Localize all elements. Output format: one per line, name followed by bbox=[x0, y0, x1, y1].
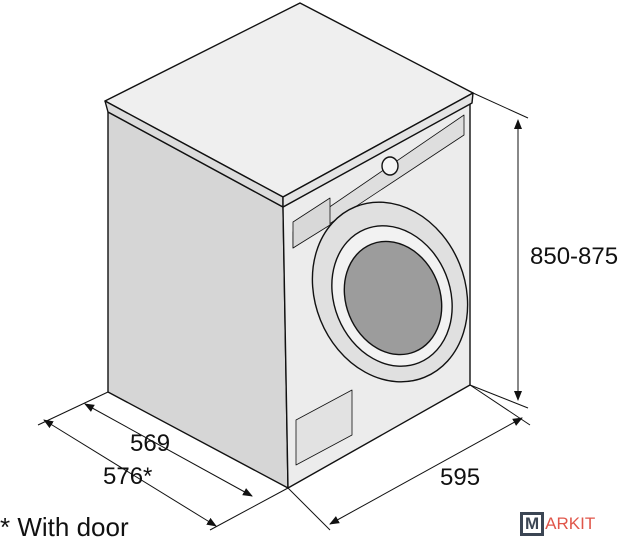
width-dimension-line bbox=[329, 417, 523, 525]
width-label: 595 bbox=[440, 464, 481, 491]
watermark-logo: M ARKIT bbox=[520, 512, 595, 536]
footnote: * With door bbox=[0, 512, 129, 542]
lid-edge-front bbox=[282, 92, 474, 208]
program-knob bbox=[381, 156, 399, 176]
logo-text: ARKIT bbox=[545, 514, 596, 533]
door-glass bbox=[343, 240, 443, 356]
depth-label: 569 bbox=[130, 430, 171, 457]
depth-with-door-label: 576* bbox=[103, 463, 153, 490]
height-label: 850-875 bbox=[530, 243, 619, 270]
depth-with-door-dimension-line bbox=[43, 419, 217, 527]
logo-box-letter: M bbox=[520, 512, 545, 536]
